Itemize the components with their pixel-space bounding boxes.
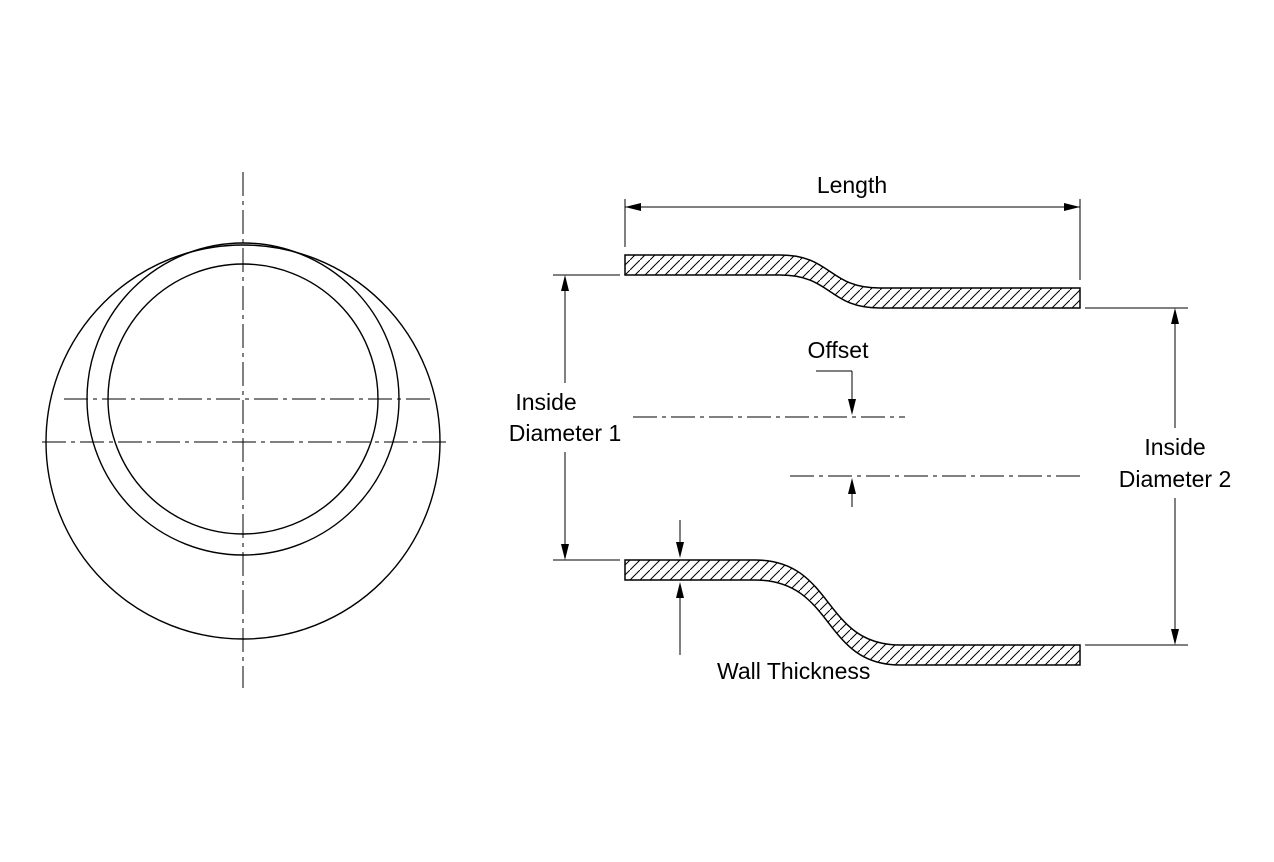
id2-arrow-down [1171,629,1179,645]
id2-arrow-up [1171,308,1179,324]
bottom-wall-section [624,559,1081,666]
wall-thickness-arrow-down [676,542,684,558]
offset-label: Offset [808,337,870,363]
small-end-inner-circle [107,263,379,535]
length-label: Length [817,172,887,198]
length-dimension: Length [624,172,1081,280]
top-wall-section [624,254,1081,309]
large-end-outer-circle [45,244,441,640]
length-arrow-right [1064,203,1080,211]
id1-label-line1: Inside [515,389,576,415]
length-arrow-left [625,203,641,211]
id1-label-line2: Diameter 1 [509,420,621,446]
inside-diameter-1-dimension: Inside Diameter 1 [509,274,621,561]
wall-thickness-arrow-up [676,582,684,598]
id2-label-line1: Inside [1144,434,1205,460]
side-section-view [624,254,1082,666]
small-end-outer-circle [86,242,400,556]
offset-arrow-up [848,478,856,494]
id1-arrow-up [561,275,569,291]
wall-thickness-label: Wall Thickness [717,658,870,684]
id1-arrow-down [561,544,569,560]
front-view [42,172,447,688]
inside-diameter-2-dimension: Inside Diameter 2 [1085,307,1231,646]
offset-dimension: Offset [808,337,870,507]
wall-thickness-dimension: Wall Thickness [676,520,870,684]
offset-arrow-down [848,399,856,415]
id2-label-line2: Diameter 2 [1119,466,1231,492]
